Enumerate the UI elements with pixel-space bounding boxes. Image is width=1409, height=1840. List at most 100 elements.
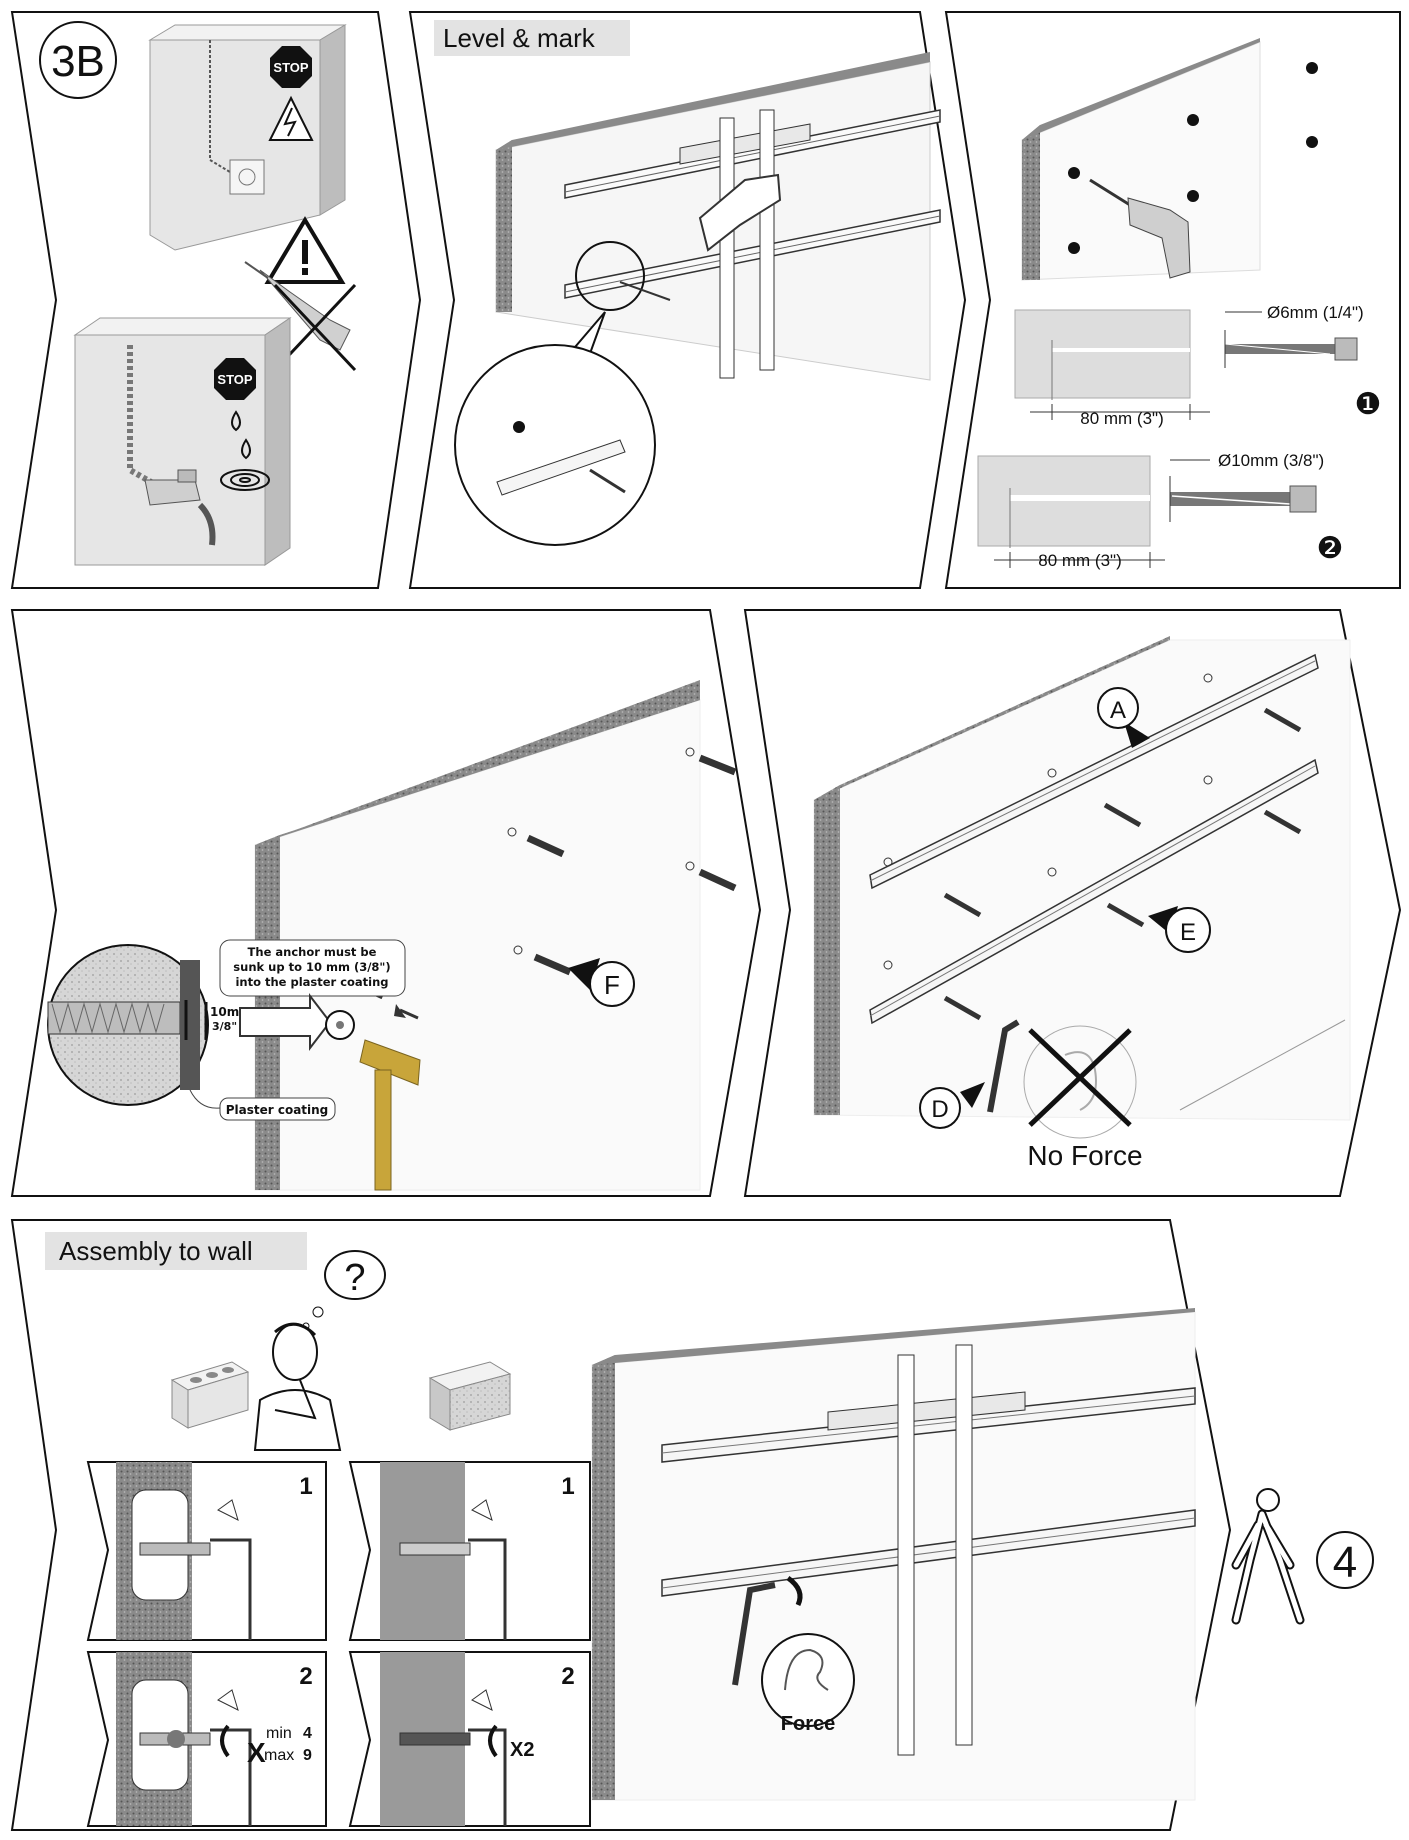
svg-text:STOP: STOP <box>273 60 308 75</box>
part-f-marker: F <box>568 958 635 1007</box>
step-3b-label: 3B <box>51 37 105 86</box>
anchor-wall-illustration <box>254 680 701 1191</box>
drill-hole-dot <box>1187 114 1199 126</box>
wall-rail-a <box>869 653 1319 890</box>
hammer-icon <box>359 1004 421 1191</box>
drill-bit-6mm-icon <box>1224 330 1358 368</box>
vertical-bracket-right <box>759 109 775 371</box>
electric-hazard-icon <box>268 95 314 141</box>
water-wall-illustration <box>73 317 292 566</box>
assembly-bracket-right <box>955 1344 973 1746</box>
svg-text:STOP: STOP <box>217 372 252 387</box>
callout-line-3: into the plaster coating <box>235 975 388 989</box>
drill-1-number: ❶ <box>1355 388 1382 421</box>
part-d-label: D <box>931 1096 948 1123</box>
anchor-detail-circle <box>47 944 209 1106</box>
drill-1-depth-label: 80 mm (3") <box>1080 409 1164 428</box>
panel-level-mark: Level & mark <box>408 11 967 589</box>
drill-hole-dot <box>1068 242 1080 254</box>
panel-3b: 3B STOP <box>10 11 422 589</box>
magnifier-circle <box>575 241 671 311</box>
rotate-arrow-icon <box>220 1724 230 1758</box>
drill-hole-dot <box>1068 167 1080 179</box>
drill-depth-diagram-1: 80 mm (3") Ø6mm (1/4") ❶ <box>1014 303 1382 428</box>
part-a-marker: A <box>1097 687 1150 748</box>
dim-in-label: 3/8" <box>212 1020 237 1033</box>
no-force-label: No Force <box>1027 1140 1142 1171</box>
drill-2-number: ❷ <box>1317 532 1344 565</box>
rail-screws <box>883 673 1302 1021</box>
stop-sign-icon: STOP <box>270 46 312 88</box>
solid-step-2-label: 2 <box>561 1663 574 1690</box>
hollow-block-icon <box>170 1361 250 1429</box>
part-d-marker: D <box>919 1019 1020 1129</box>
assembly-allen-key-icon <box>732 1575 803 1686</box>
assembly-bracket-left <box>897 1354 915 1756</box>
drill-2-size-label: Ø10mm (3/8") <box>1218 451 1324 470</box>
wall-rail-upper <box>564 109 941 199</box>
next-step-badge: 4 <box>1316 1531 1374 1589</box>
solid-step-1-label: 1 <box>561 1473 574 1500</box>
drill-hole-dot <box>1306 62 1318 74</box>
part-a-label: A <box>1110 697 1126 724</box>
drill-1-size-label: Ø6mm (1/4") <box>1267 303 1364 322</box>
hollow-wall-step-1: 1 <box>86 1461 327 1641</box>
min-label: min <box>266 1725 292 1742</box>
max-label: max <box>264 1747 294 1764</box>
thinking-person-icon: ? <box>253 1250 386 1451</box>
drill-hole-dot <box>1306 136 1318 148</box>
level-mark-title-bg <box>434 20 630 56</box>
callout-line-1: The anchor must be <box>248 945 377 959</box>
vertical-bracket-left <box>719 117 735 379</box>
hollow-step-2-label: 2 <box>299 1663 312 1690</box>
min-value: 4 <box>303 1725 312 1742</box>
step-3b-badge <box>39 21 117 99</box>
wall-rail-lower <box>564 209 941 299</box>
assembly-title: Assembly to wall <box>59 1236 253 1266</box>
force-symbol: Force <box>761 1633 855 1735</box>
hollow-wall-step-2: 2 X min 4 max 9 <box>86 1651 327 1827</box>
wall-rail-b <box>869 758 1319 1025</box>
hollow-step-1-label: 1 <box>299 1473 312 1500</box>
part-e-label: E <box>1180 919 1196 946</box>
electric-wall-illustration <box>148 24 347 251</box>
panel-drill: 80 mm (3") Ø6mm (1/4") ❶ 80 mm (3") <box>944 11 1401 589</box>
drill-wall-illustration <box>1021 38 1318 281</box>
assembly-rail-lower <box>661 1509 1196 1597</box>
pencil-icon <box>589 468 626 494</box>
drill-bit-10mm-icon <box>1169 476 1317 522</box>
plaster-label-group: Plaster coating <box>189 1089 336 1121</box>
power-drill-icon <box>1089 178 1191 279</box>
assembly-title-bg <box>45 1232 307 1270</box>
part-f-label: F <box>604 970 620 1000</box>
callout-line-2: sunk up to 10 mm (3/8") <box>233 960 390 974</box>
no-force-symbol: No Force <box>1023 1025 1143 1171</box>
screwdriver-hand-icon <box>217 1499 239 1521</box>
next-step-label: 4 <box>1333 1538 1357 1587</box>
panel-assembly: Assembly to wall ? <box>10 1219 1374 1831</box>
drill-depth-diagram-2: 80 mm (3") Ø10mm (3/8") ❷ <box>977 451 1344 570</box>
solid-wall-step-1: 1 <box>348 1461 591 1641</box>
drill-mark-dot <box>513 421 525 433</box>
x2-label: X2 <box>510 1739 534 1761</box>
drill-2-depth-label: 80 mm (3") <box>1038 551 1122 570</box>
warning-triangle-icon <box>264 216 346 284</box>
water-drop-icon <box>220 410 270 491</box>
hand-holding-bracket <box>698 173 782 252</box>
level-mark-title: Level & mark <box>443 23 596 53</box>
force-label: Force <box>781 1713 835 1735</box>
question-mark: ? <box>344 1257 365 1299</box>
walking-person-icon <box>1231 1488 1305 1625</box>
panel-rails: A E D No Force <box>743 609 1402 1197</box>
solid-block-icon <box>428 1361 512 1431</box>
plaster-coating-label: Plaster coating <box>226 1103 329 1117</box>
stop-sign-icon-2: STOP <box>214 358 256 400</box>
callout-arrow-icon <box>239 993 332 1051</box>
drill-hole-dot <box>1187 190 1199 202</box>
solid-wall-step-2: 2 X2 <box>348 1651 591 1827</box>
zoom-callout <box>454 311 656 546</box>
max-value: 9 <box>303 1747 312 1764</box>
part-e-marker: E <box>1148 906 1211 953</box>
anchor-callout: The anchor must be sunk up to 10 mm (3/8… <box>219 939 406 1051</box>
